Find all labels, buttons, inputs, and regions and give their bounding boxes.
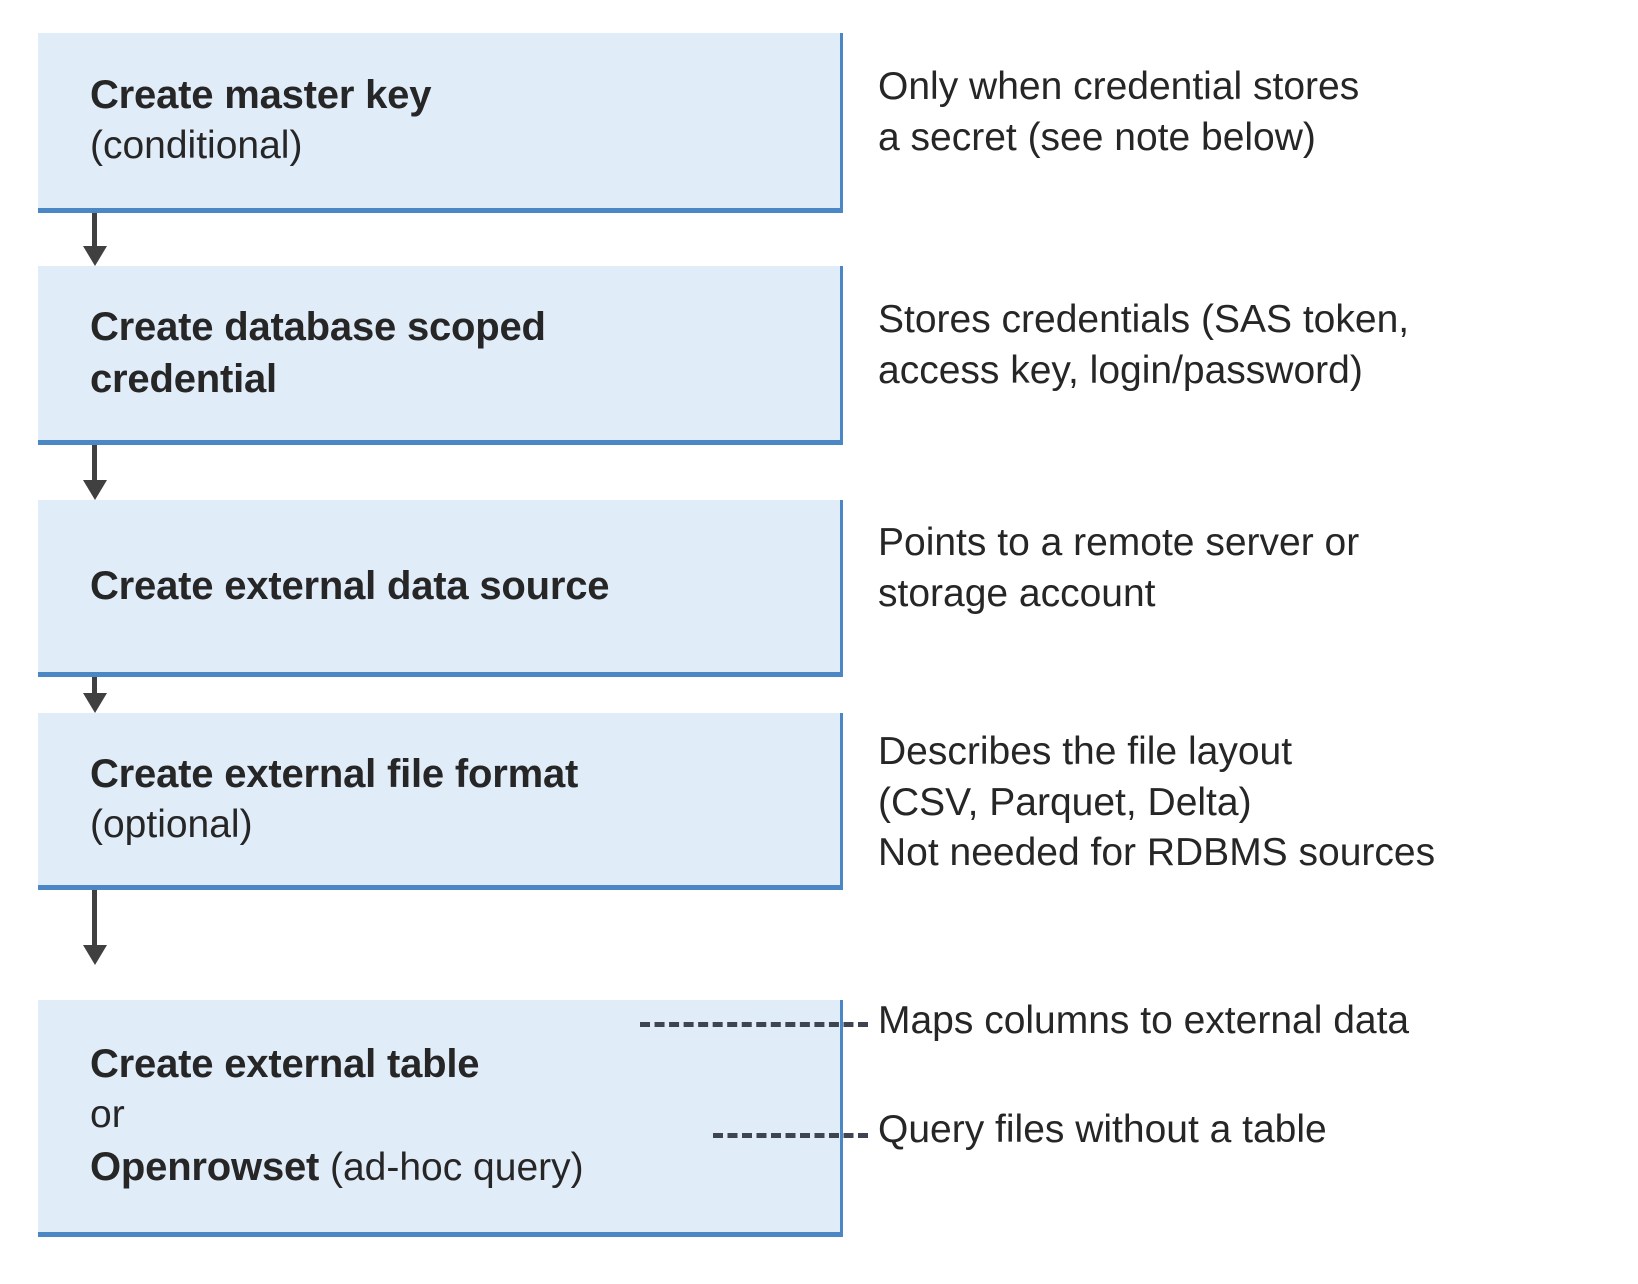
step-or-label: or	[90, 1093, 125, 1137]
step-box-data-source: Create external data source	[38, 500, 843, 677]
arrow-master-key-to-scoped-credential	[83, 213, 107, 266]
step-title-master-key: Create master key	[90, 73, 432, 118]
step-title-scoped-credential-line2: credential	[90, 357, 277, 401]
step-subtitle-file-format: (optional)	[90, 802, 253, 846]
step-text-master-key: Create master key (conditional)	[38, 69, 840, 172]
step-text-data-source: Create external data source	[38, 560, 840, 612]
note-file-format: Describes the file layout (CSV, Parquet,…	[878, 730, 1436, 875]
step-text-scoped-credential: Create database scoped credential	[38, 301, 840, 405]
dashed-connector-openrowset	[713, 1133, 868, 1138]
note-data-source: Points to a remote server or storage acc…	[878, 521, 1360, 615]
arrow-stem	[92, 445, 97, 480]
step-box-master-key: Create master key (conditional)	[38, 33, 843, 213]
step-title-file-format: Create external file format	[90, 751, 579, 796]
dashed-connector-external-table	[640, 1022, 868, 1027]
arrow-data-source-to-file-format	[83, 677, 107, 713]
step-title-external-table: Create external table	[90, 1042, 480, 1087]
step-title-scoped-credential: Create database scoped	[90, 305, 546, 349]
arrow-stem	[92, 890, 97, 946]
note-external-table: Maps columns to external data	[878, 999, 1410, 1042]
step-title-data-source: Create external data source	[90, 564, 610, 608]
arrow-head-icon	[83, 246, 107, 266]
note-master-key: Only when credential stores a secret (se…	[878, 65, 1360, 159]
step-title-openrowset-row: Openrowset (ad-hoc query)	[90, 1141, 840, 1194]
step-box-file-format: Create external file format (optional)	[38, 713, 843, 890]
arrow-head-icon	[83, 693, 107, 713]
arrow-head-icon	[83, 480, 107, 500]
step-text-file-format: Create external file format (optional)	[38, 748, 840, 851]
step-subtitle-openrowset: (ad-hoc query)	[319, 1146, 584, 1189]
arrow-stem	[92, 213, 97, 246]
arrow-file-format-to-external-table	[83, 890, 107, 1000]
note-scoped-credential: Stores credentials (SAS token, access ke…	[878, 298, 1410, 392]
step-box-table-or-openrowset: Create external table or Openrowset (ad-…	[38, 1000, 843, 1237]
step-text-table-or-openrowset: Create external table or Openrowset (ad-…	[38, 1038, 840, 1193]
arrow-stem	[92, 677, 97, 694]
step-box-scoped-credential: Create database scoped credential	[38, 266, 843, 445]
step-subtitle-master-key: (conditional)	[90, 124, 303, 168]
note-openrowset: Query files without a table	[878, 1108, 1327, 1151]
arrow-head-icon	[83, 945, 107, 965]
arrow-scoped-credential-to-data-source	[83, 445, 107, 500]
step-title-openrowset: Openrowset	[90, 1145, 320, 1189]
